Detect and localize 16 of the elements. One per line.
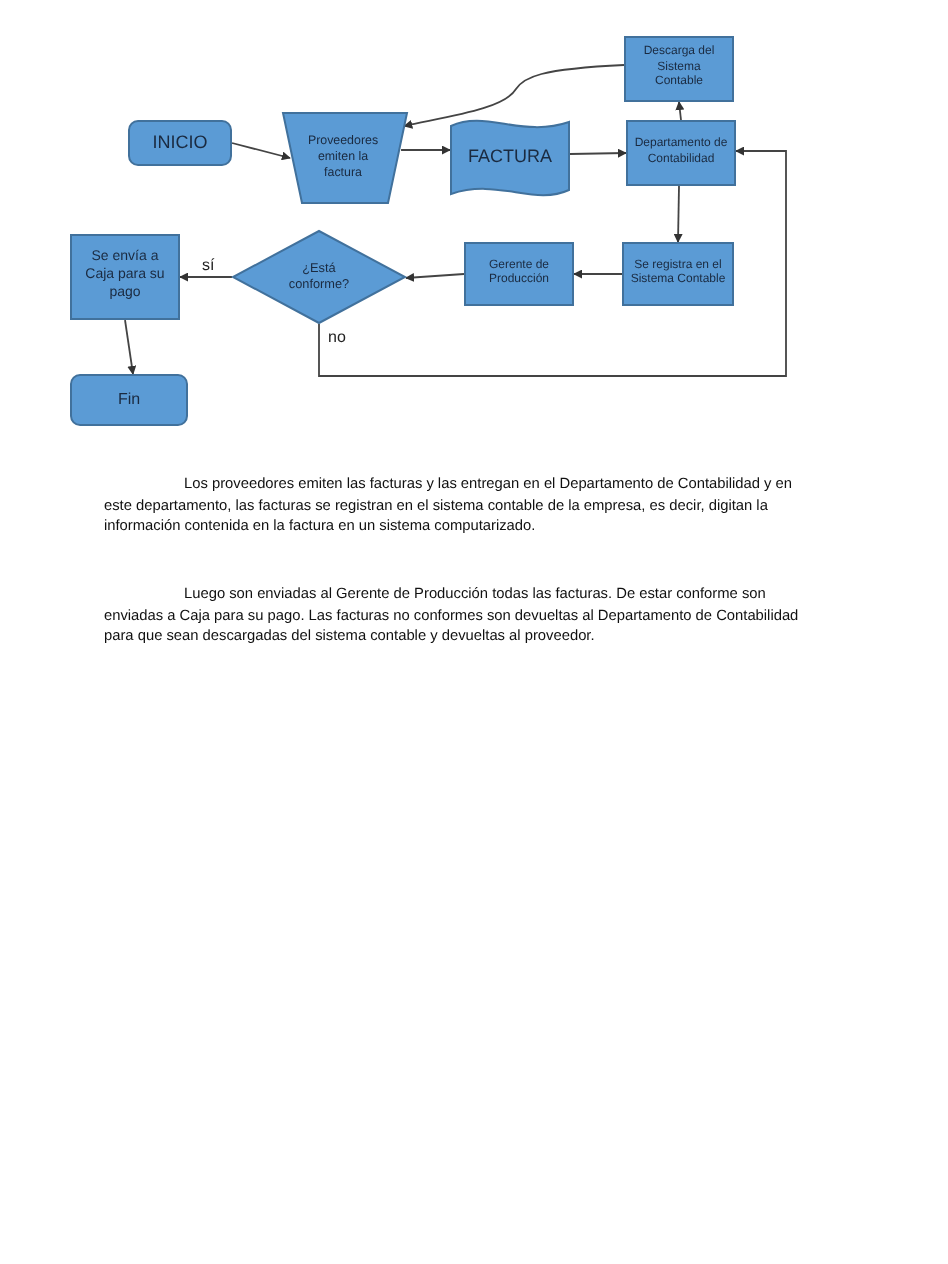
arrow [675, 101, 685, 121]
arrow [403, 64, 625, 129]
arrow [573, 269, 623, 279]
document-shape: FACTURA [450, 118, 570, 198]
arrow [405, 272, 465, 282]
arrow [569, 148, 627, 158]
terminal-box: INICIO [128, 120, 232, 166]
edge-label: sí [200, 258, 217, 276]
edge-label: no [326, 330, 348, 348]
arrow [400, 145, 451, 155]
arrow [124, 319, 137, 375]
terminal-box: Fin [70, 374, 188, 426]
arrow [179, 272, 233, 282]
arrow [673, 185, 683, 243]
arrow [318, 146, 787, 377]
arrow [231, 142, 291, 161]
